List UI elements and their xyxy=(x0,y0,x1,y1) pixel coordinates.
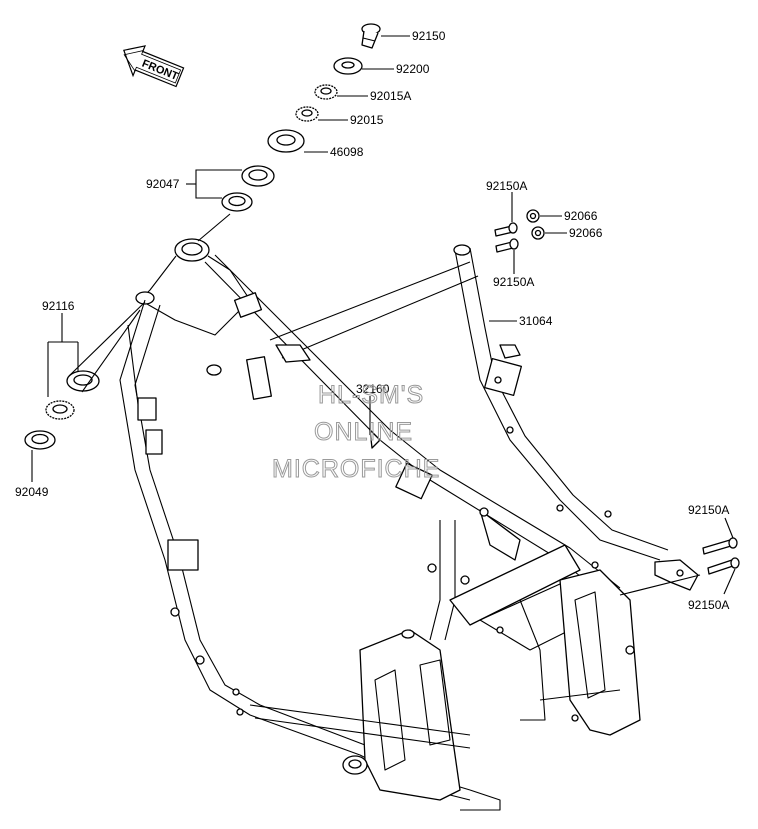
main-frame xyxy=(119,238,701,811)
label-92150: 92150 xyxy=(412,29,446,43)
washer-92200-icon xyxy=(333,57,363,75)
bearing-92047-upper-icon xyxy=(241,165,275,187)
label-32160: 32160 xyxy=(356,382,390,396)
bearing-92047-lower-icon xyxy=(221,192,253,212)
label-92015A: 92015A xyxy=(370,89,411,103)
label-92150A-r1: 92150A xyxy=(688,503,729,517)
label-92150A-r2: 92150A xyxy=(688,598,729,612)
cover-46098-icon xyxy=(267,129,305,153)
label-46098: 46098 xyxy=(330,145,364,159)
nut-92066-b-icon xyxy=(531,226,545,240)
bolt-92150A-top-icon xyxy=(494,222,518,237)
label-92066-a: 92066 xyxy=(564,209,598,223)
watermark-line-1: HL-SM'S xyxy=(318,381,424,409)
label-31064: 31064 xyxy=(519,314,553,328)
nut-92066-a-icon xyxy=(526,209,540,223)
watermark: HL-SM'S ONLINE MICROFICHE xyxy=(272,381,440,484)
label-92116: 92116 xyxy=(42,299,75,313)
part-labels: 92150 92200 92015A 92015 46098 92047 921… xyxy=(15,29,729,612)
lower-steering-parts xyxy=(24,370,100,450)
nut-92015A-icon xyxy=(314,84,338,100)
bolt-92150A-r2-icon xyxy=(707,557,740,575)
seal-92049-icon xyxy=(24,430,56,450)
label-92200: 92200 xyxy=(396,62,430,76)
leader-lines xyxy=(31,35,736,595)
watermark-line-3: MICROFICHE xyxy=(272,455,440,483)
bolt-92150A-r1-icon xyxy=(702,537,738,555)
label-92047: 92047 xyxy=(146,177,180,191)
label-92066-b: 92066 xyxy=(569,226,603,240)
front-arrow-icon: FRONT xyxy=(123,45,185,88)
bolt-92150A-mid-icon xyxy=(495,238,519,253)
label-92049: 92049 xyxy=(15,485,49,499)
fasteners-right xyxy=(494,209,740,575)
nut-92015-icon xyxy=(295,106,319,122)
bolt-92150-icon xyxy=(361,23,381,49)
nut-92116-b-icon xyxy=(45,400,75,420)
steering-stem-parts xyxy=(221,23,381,212)
watermark-line-2: ONLINE xyxy=(314,418,413,446)
label-92150A-mid: 92150A xyxy=(493,275,534,289)
label-92150A-top: 92150A xyxy=(486,179,527,193)
label-92015: 92015 xyxy=(350,113,384,127)
